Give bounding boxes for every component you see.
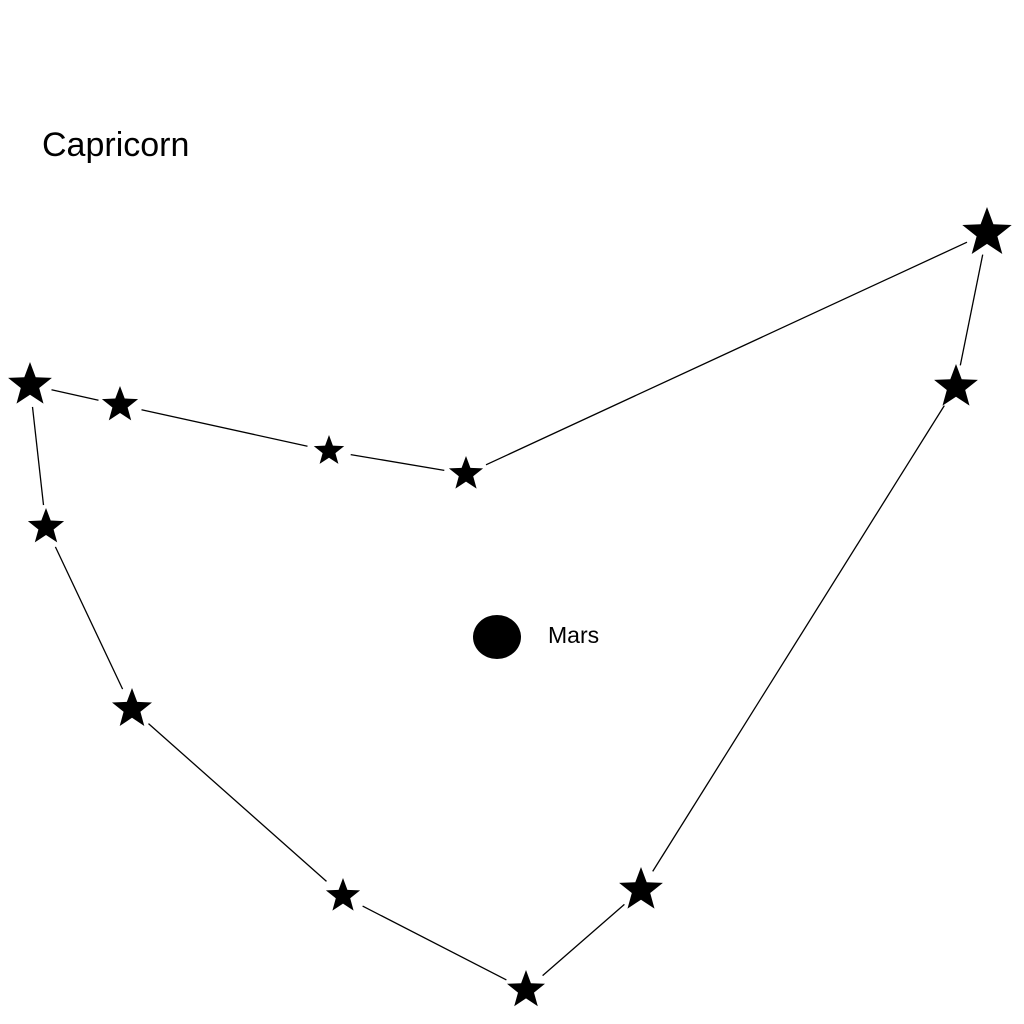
mars-dot-icon <box>473 615 521 659</box>
star-icon <box>101 386 139 421</box>
star-icon <box>934 364 978 406</box>
constellation-line <box>54 546 124 690</box>
constellation-line <box>362 905 507 981</box>
constellation-line <box>652 405 945 872</box>
star-icon <box>325 878 361 911</box>
constellation-stars <box>8 207 1012 1007</box>
star-icon <box>8 362 52 404</box>
planet-label: Mars <box>548 622 599 648</box>
constellation-line <box>148 723 327 882</box>
star-icon <box>27 508 65 543</box>
star-icon <box>507 970 545 1007</box>
star-icon <box>112 688 152 726</box>
planet-marker: Mars <box>473 615 599 659</box>
constellation-line <box>959 254 984 366</box>
star-icon <box>313 435 345 464</box>
constellation-line <box>542 903 625 977</box>
constellation-lines <box>31 241 984 981</box>
constellation-line <box>31 406 45 506</box>
star-icon <box>619 867 663 909</box>
constellation-title: Capricorn <box>42 126 189 164</box>
constellation-line <box>51 389 99 401</box>
constellation-line <box>141 409 308 447</box>
constellation-line <box>350 453 445 472</box>
constellation-line <box>485 241 968 466</box>
star-icon <box>962 207 1012 254</box>
star-icon <box>448 456 484 489</box>
